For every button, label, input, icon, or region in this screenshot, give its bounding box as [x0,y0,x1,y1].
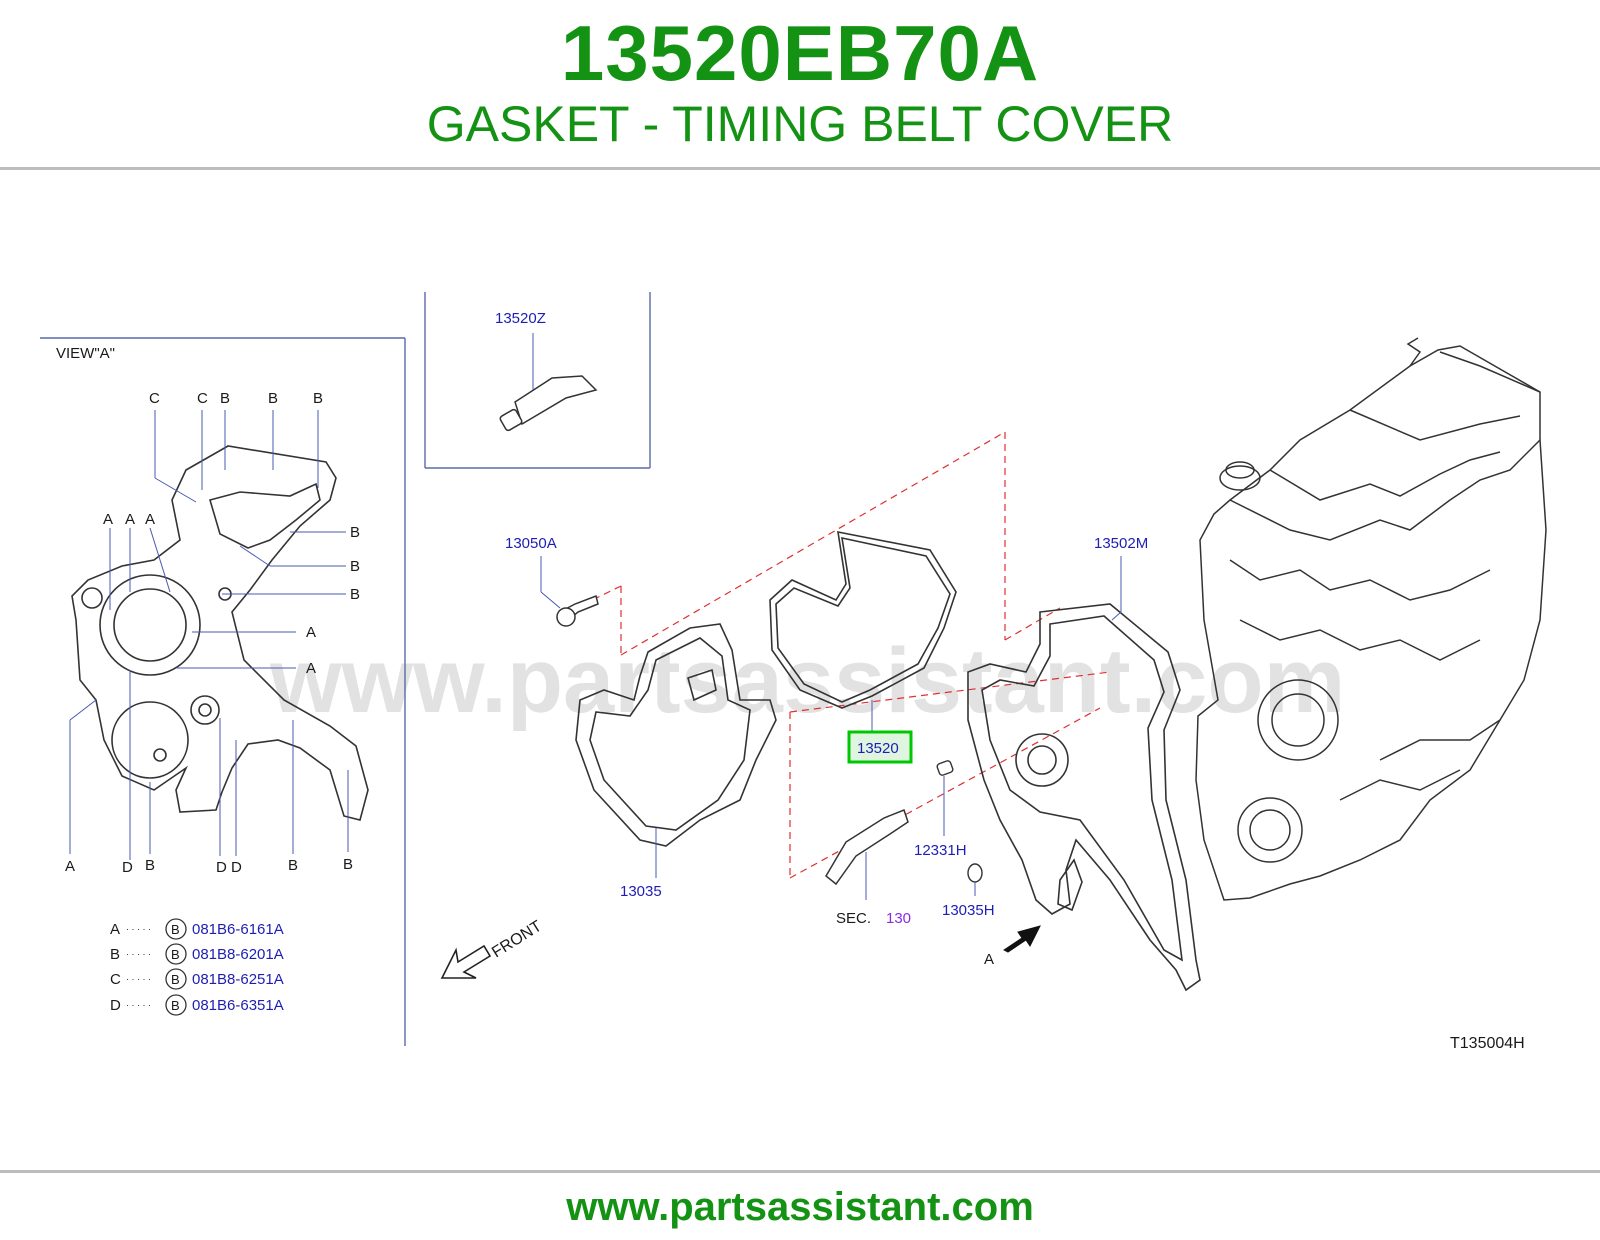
view-letter: A [103,511,113,528]
highlight-13520[interactable]: 13520 [847,730,913,764]
dowel-12331h-drawing [936,760,954,776]
callout-13502m[interactable]: 13502M [1094,535,1148,552]
view-letter: B [350,524,360,541]
legend-letter: C [110,971,121,988]
legend-circle-letter: B [171,998,180,1013]
view-letter: D [216,859,227,876]
bolt-legend: A · · · · · B 081B6-6161A B · · · · · B … [110,918,284,1016]
header-divider [0,167,1600,170]
sec-130-part-drawing [825,809,909,886]
view-letter: B [288,857,298,874]
view-letter: A [306,624,316,641]
view-letter: D [231,859,242,876]
legend-row: C · · · · · B 081B8-6251A [110,968,284,990]
callout-13050a[interactable]: 13050A [505,535,557,552]
view-a-panel [40,337,406,1046]
legend-dots: · · · · · [126,924,151,934]
front-label: FRONT [489,918,545,962]
view-letter: C [197,390,208,407]
legend-row: A · · · · · B 081B6-6161A [110,918,284,940]
view-letter: B [220,390,230,407]
gasket-13520-drawing [769,530,957,709]
view-letter: B [268,390,278,407]
view-letter: C [149,390,160,407]
legend-letter: B [110,946,120,963]
view-letter: B [313,390,323,407]
watermark-text: www.partsassistant.com [269,630,1345,732]
part-name-subtitle: GASKET - TIMING BELT COVER [426,96,1174,152]
bolt-13050a-drawing [556,594,599,627]
view-a-label: VIEW"A" [56,345,115,362]
part-number-title: 13520EB70A [560,9,1040,97]
legend-row: D · · · · · B 081B6-6351A [110,994,284,1016]
figure-code: T135004H [1450,1035,1525,1052]
view-letter: A [125,511,135,528]
view-letter: B [350,558,360,575]
view-letter: A [65,858,75,875]
callout-13520[interactable]: 13520 [857,740,899,757]
footer-url[interactable]: www.partsassistant.com [566,1185,1034,1229]
view-a-arrow-icon [1003,925,1041,953]
legend-letter: D [110,997,121,1014]
oring-13035h-drawing [967,863,983,883]
callout-13035h[interactable]: 13035H [942,902,995,919]
callout-13520z[interactable]: 13520Z [495,310,546,327]
view-letter: D [122,859,133,876]
callout-12331h[interactable]: 12331H [914,842,967,859]
legend-part-link[interactable]: 081B6-6161A [192,921,284,938]
engine-block-drawing [1195,337,1547,901]
view-letter: A [306,660,316,677]
rear-cover-13502m-drawing [967,603,1201,992]
view-a-arrow-label: A [984,951,994,968]
view-letter: A [145,511,155,528]
view-letter: B [145,857,155,874]
footer-divider [0,1170,1600,1173]
callout-13035[interactable]: 13035 [620,883,662,900]
sec-130-link[interactable]: 130 [886,910,911,927]
legend-row: B · · · · · B 081B8-6201A [110,943,284,965]
sec-prefix-label: SEC. [836,910,871,927]
legend-dots: · · · · · [126,949,151,959]
legend-part-link[interactable]: 081B8-6251A [192,971,284,988]
sealant-tube-icon [499,375,598,432]
sealant-inset-box [424,292,651,469]
view-a-leader-lines [69,410,349,860]
view-letter: B [350,586,360,603]
legend-letter: A [110,921,120,938]
view-letter: B [343,856,353,873]
legend-circle-letter: B [171,972,180,987]
legend-part-link[interactable]: 081B6-6351A [192,997,284,1014]
legend-dots: · · · · · [126,974,151,984]
legend-circle-letter: B [171,922,180,937]
view-a-letters: C C B B B A A A B B B A A A D B D D B B [65,390,360,876]
legend-dots: · · · · · [126,1000,151,1010]
page-header: 13520EB70A GASKET - TIMING BELT COVER [0,0,1600,168]
front-cover-13035-drawing [575,623,777,847]
view-a-gasket-drawing [71,445,369,821]
legend-part-link[interactable]: 081B8-6201A [192,946,284,963]
legend-circle-letter: B [171,947,180,962]
front-direction-arrow-icon [440,944,492,979]
